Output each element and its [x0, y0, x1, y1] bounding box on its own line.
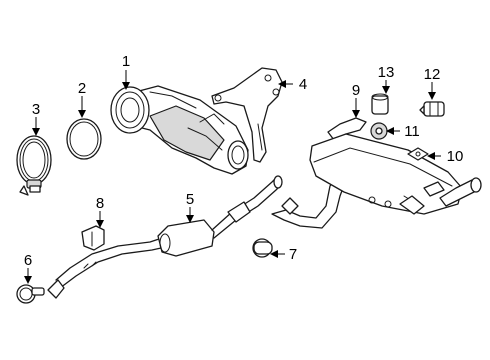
part-4-bracket	[211, 67, 283, 163]
part-8-hanger	[81, 225, 105, 251]
callout-6: 6	[24, 252, 32, 269]
part-5-intermediate-pipe	[47, 175, 283, 299]
part-2-gasket	[66, 118, 102, 160]
callout-5: 5	[186, 191, 194, 208]
part-1-catalytic-converter	[110, 85, 249, 175]
callout-9: 9	[352, 82, 360, 99]
part-13-sleeve	[371, 93, 389, 115]
rear-pipe-and-muffler	[271, 117, 482, 229]
part-3-clamp	[16, 135, 52, 196]
part-11-isolator	[370, 122, 388, 140]
callout-2: 2	[78, 80, 86, 97]
callout-8: 8	[96, 195, 104, 212]
callout-10: 10	[447, 148, 464, 165]
part-7-clamp	[252, 238, 273, 258]
callout-1: 1	[122, 53, 130, 70]
part-12-clamp	[419, 101, 445, 117]
callout-13: 13	[378, 64, 395, 81]
callout-12: 12	[424, 66, 441, 83]
callout-leaders	[24, 70, 441, 284]
part-6-clamp	[16, 284, 45, 304]
callout-3: 3	[32, 101, 40, 118]
callout-7: 7	[289, 246, 297, 263]
callout-11: 11	[404, 123, 420, 140]
part-10-bracket	[407, 147, 429, 161]
callout-4: 4	[299, 76, 307, 93]
